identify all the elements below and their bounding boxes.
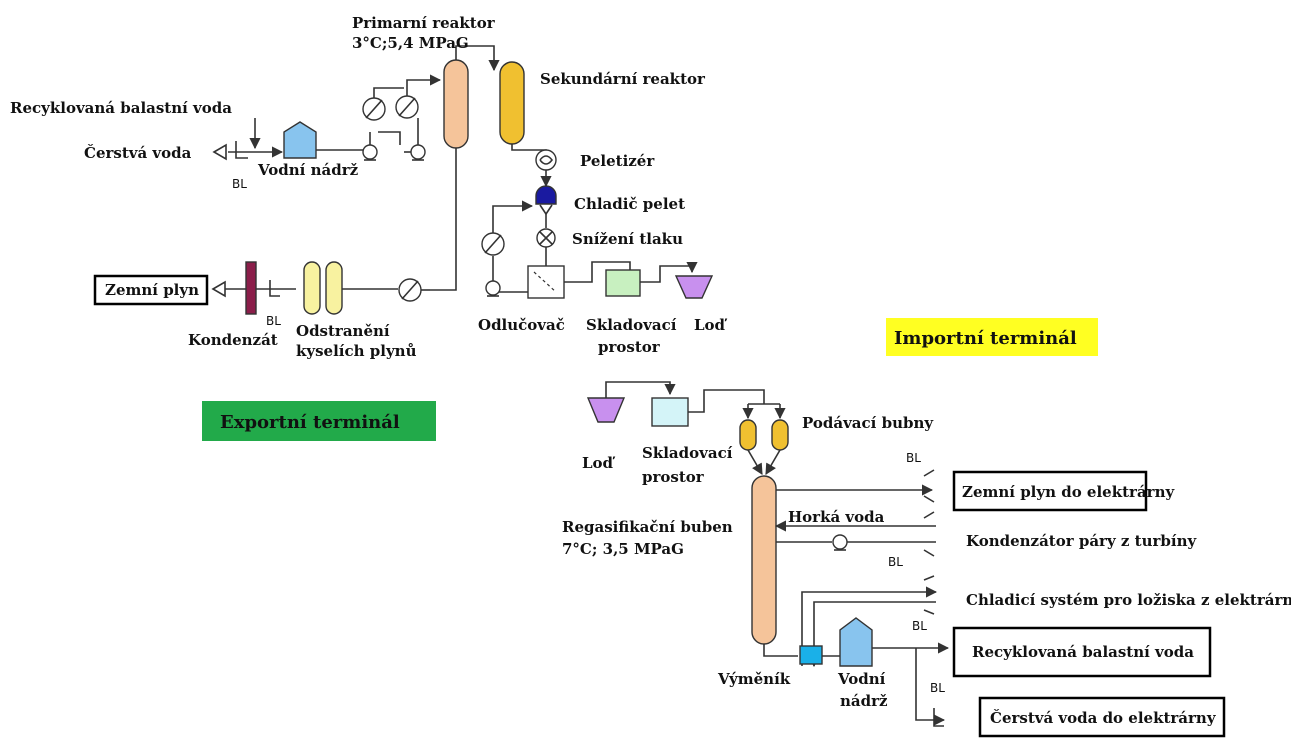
acid-removal-vessel-2 [325, 261, 343, 315]
separator-label: Odlučovač [478, 316, 565, 334]
natural-gas-label: Zemní plyn [105, 281, 199, 299]
storage-label-2: prostor [598, 338, 661, 356]
gas-to-plant-box [952, 470, 1148, 512]
acid-removal-vessel-1 [303, 261, 321, 315]
storage-label: Skladovací [586, 316, 677, 334]
secondary-reactor-vessel [499, 61, 525, 145]
import-storage-label-2: prostor [642, 468, 705, 486]
natural-gas-box [93, 274, 209, 306]
recycled-ballast-box [952, 626, 1212, 678]
primary-reactor-cond: 3°C;5,4 MPaG [352, 34, 469, 52]
import-storage-label: Skladovací [642, 444, 733, 462]
separator-vessel [527, 265, 565, 299]
hot-water-label: Horká voda [788, 508, 885, 526]
recycled-ballast-label: Recyklovaná balastní voda [10, 99, 232, 117]
primary-reactor-label: Primarní reaktor [352, 14, 496, 32]
pellet-cooler-icon [535, 185, 557, 205]
ship-label: Loď [694, 316, 728, 334]
import-terminal-label: Importní terminál [894, 328, 1077, 349]
pump-icon-2 [410, 144, 426, 160]
fresh-water-inlet-icon [212, 143, 227, 161]
condensate-column [245, 261, 257, 315]
regas-drum-label: Regasifikační buben [562, 518, 733, 536]
bearing-cooling-label: Chladicí systém pro ložiska z elektrárny [966, 591, 1291, 609]
feed-drum-1 [739, 419, 757, 451]
secondary-reactor-label: Sekundární reaktor [540, 70, 706, 88]
bl-label-b: BL [888, 555, 903, 569]
regasification-drum [751, 475, 777, 645]
regas-drum-cond: 7°C; 3,5 MPaG [562, 540, 684, 558]
bl-junction-icon [235, 141, 248, 159]
pelletizer-label: Peletizér [580, 152, 655, 170]
bl-label-1: BL [232, 177, 247, 191]
gas-inlet-icon [211, 280, 226, 298]
ship-icon [674, 275, 714, 299]
fresh-water-plant-label: Čerstvá voda do elektrárny [990, 709, 1217, 727]
pump-icon [362, 144, 378, 160]
feed-drums-label: Podávací bubny [802, 414, 934, 432]
storage-tank-icon [605, 269, 641, 297]
bl-label-c: BL [912, 619, 927, 633]
import-water-tank-icon [839, 617, 873, 667]
import-recycled-ballast-label: Recyklovaná balastní voda [972, 643, 1194, 661]
fresh-water-label: Čerstvá voda [84, 144, 192, 162]
bl-label-d: BL [930, 681, 945, 695]
exchanger-label: Výměník [717, 670, 791, 688]
import-terminal-badge [886, 318, 1098, 356]
pressure-reduction-label: Snížení tlaku [572, 230, 683, 248]
import-ship-label: Loď [582, 454, 616, 472]
import-storage-icon [651, 397, 689, 427]
exchanger-icon [799, 645, 823, 665]
import-ship-icon [586, 397, 626, 423]
import-pump-icon [832, 534, 848, 550]
feed-drum-2 [771, 419, 789, 451]
pump-icon-3 [485, 280, 501, 296]
gas-to-plant-label: Zemní plyn do elektrárny [962, 483, 1175, 501]
water-tank-label: Vodní nádrž [257, 161, 359, 179]
bl-label-2: BL [266, 314, 281, 328]
condensate-label: Kondenzát [188, 331, 278, 349]
bl-label-a: BL [906, 451, 921, 465]
import-water-tank-label: Vodní [837, 670, 886, 688]
pellet-cooler-label: Chladič pelet [574, 195, 685, 213]
acid-removal-label-2: kyselích plynů [296, 342, 417, 360]
turbine-condenser-label: Kondenzátor páry z turbíny [966, 532, 1197, 550]
acid-removal-label: Odstranění [296, 322, 390, 340]
export-terminal-badge [202, 401, 436, 441]
import-water-tank-label-2: nádrž [840, 692, 888, 710]
fresh-water-plant-box [978, 696, 1226, 738]
primary-reactor-vessel [443, 59, 469, 149]
export-terminal-label: Exportní terminál [220, 412, 400, 433]
water-tank-icon [283, 121, 317, 159]
